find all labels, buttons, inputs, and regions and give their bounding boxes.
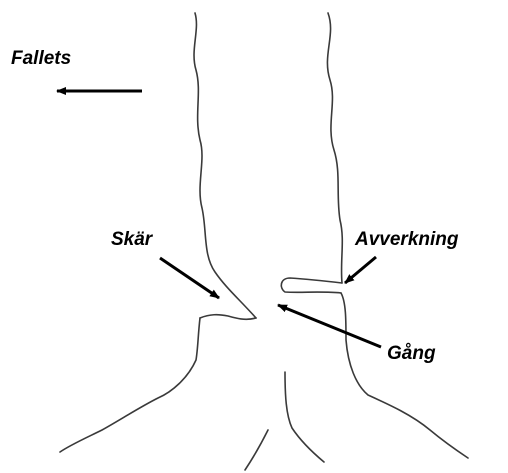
gang-arrow xyxy=(277,303,382,349)
trunk-left-edge xyxy=(193,12,257,319)
skar-arrow xyxy=(159,256,220,300)
fall-direction-label: Fallets xyxy=(11,48,72,69)
stump-left-root xyxy=(59,317,201,453)
small-root xyxy=(244,429,269,471)
notch-bottom xyxy=(199,313,257,321)
hinge-label: Gång xyxy=(387,343,436,364)
trunk-right-edge xyxy=(326,12,344,284)
notch-label: Skär xyxy=(111,229,153,250)
avverkning-arrow xyxy=(344,255,377,285)
back-cut xyxy=(280,277,343,294)
center-root xyxy=(284,371,325,463)
felling-cut-label: Avverkning xyxy=(355,229,459,250)
stump-right-root xyxy=(340,292,469,459)
